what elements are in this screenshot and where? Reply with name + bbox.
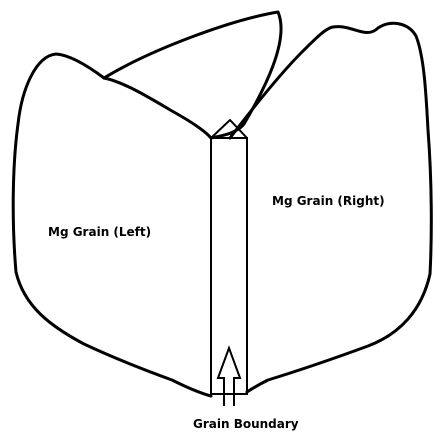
grain-left-label: Mg Grain (Left) — [48, 225, 151, 239]
grain-boundary-label: Grain Boundary — [193, 417, 299, 431]
grain-boundary-slab — [211, 138, 247, 394]
left-grain-top-wedge — [104, 12, 281, 138]
grain-right-label: Mg Grain (Right) — [272, 194, 385, 208]
boundary-arrow-icon — [218, 348, 240, 406]
